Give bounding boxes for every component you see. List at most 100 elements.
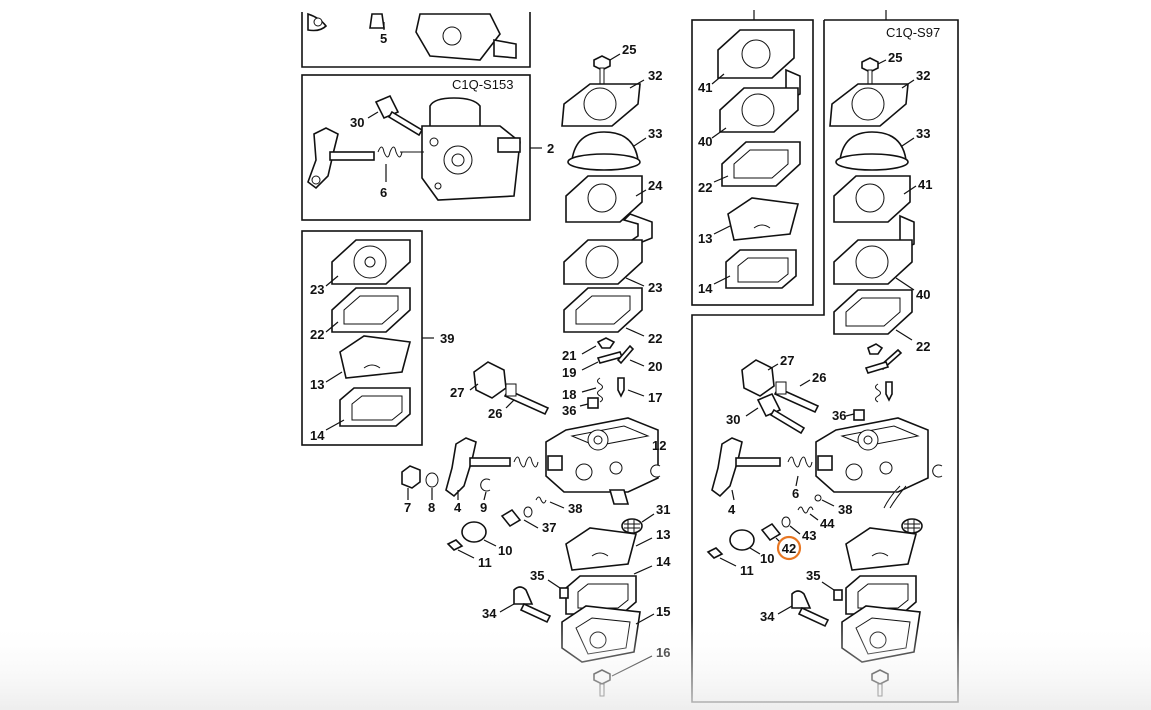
nut-7-left xyxy=(401,465,421,489)
leader-20 xyxy=(629,359,645,367)
callout-33-center: 33 xyxy=(648,126,662,141)
center-screw-34 xyxy=(513,586,552,624)
leader-36-center xyxy=(579,403,589,407)
s97-lever-4 xyxy=(711,437,781,498)
callout-44: 44 xyxy=(820,516,835,531)
center-plug-36 xyxy=(587,397,599,409)
callout-41-s97: 41 xyxy=(918,177,932,192)
panel-code-s97: C1Q-S97 xyxy=(886,25,940,40)
callout-4-s97: 4 xyxy=(728,502,736,517)
callout-18: 18 xyxy=(562,387,576,402)
callout-25-s97: 25 xyxy=(888,50,902,65)
kit-mid-gasket-40 xyxy=(719,87,799,133)
center-filter-31 xyxy=(621,518,643,534)
callout-36-s97: 36 xyxy=(832,408,846,423)
callout-9-left: 9 xyxy=(480,500,487,515)
leader-32-s97 xyxy=(901,79,915,89)
callout-23-center: 23 xyxy=(648,280,662,295)
plate-10-left xyxy=(461,521,487,543)
leader-36-s97 xyxy=(845,413,855,417)
callout-4-left: 4 xyxy=(454,500,462,515)
s97-screw-25 xyxy=(861,57,879,85)
callout-40-mid: 40 xyxy=(698,134,712,149)
callout-22-center: 22 xyxy=(648,331,662,346)
leader-26-s97 xyxy=(799,379,811,387)
callout-35-s97: 35 xyxy=(806,568,820,583)
s153-spring-6 xyxy=(377,146,403,158)
jet-37-left xyxy=(500,496,547,528)
callout-6-s153: 6 xyxy=(380,185,387,200)
panel-kit-mid-frame xyxy=(691,19,814,306)
s97-small-parts xyxy=(853,343,903,421)
s97-clip xyxy=(932,464,943,478)
center-cover-gasket-32 xyxy=(561,83,641,127)
leader-40-s97 xyxy=(895,277,915,291)
callout-26-s97: 26 xyxy=(812,370,826,385)
s97-ring-43 xyxy=(781,516,791,528)
callout-22-s97: 22 xyxy=(916,339,930,354)
spring-left xyxy=(513,456,539,468)
leader-6-s97 xyxy=(795,475,799,487)
leader-40-mid xyxy=(711,127,727,139)
leader-10-left xyxy=(483,539,497,547)
leader-44 xyxy=(809,513,819,521)
leader-26-left xyxy=(505,399,515,409)
leader-37-left xyxy=(523,519,539,529)
highlight-ring-42[interactable] xyxy=(776,535,802,561)
callout-14-mid: 14 xyxy=(698,281,713,296)
leader-35-s97 xyxy=(821,581,835,591)
callout-30: 30 xyxy=(350,115,364,130)
callout-36-center: 36 xyxy=(562,403,576,418)
panel-code-s153: C1Q-S153 xyxy=(452,77,513,92)
kit-mid-diaphragm-13 xyxy=(727,197,800,241)
center-gasket-22 xyxy=(563,287,643,333)
lever-4-left xyxy=(445,437,511,498)
leader-41-s97 xyxy=(903,185,917,195)
callout-23-kit39: 23 xyxy=(310,282,324,297)
callout-38-left: 38 xyxy=(568,501,582,516)
top-left-carburetor-partial xyxy=(307,12,517,61)
center-plug-35 xyxy=(559,587,569,599)
leader-32-center xyxy=(629,79,645,89)
s153-throttle-lever xyxy=(307,127,375,190)
leader-27-s97 xyxy=(767,363,779,371)
center-carburetor-body xyxy=(545,417,659,505)
callout-27-s97: 27 xyxy=(780,353,794,368)
leader-13-center xyxy=(635,537,653,547)
callout-14-kit39: 14 xyxy=(310,428,325,443)
s97-small-jet-38 xyxy=(814,494,822,502)
washer-8-left xyxy=(425,472,439,488)
leader-11-left xyxy=(457,549,475,559)
center-pump-cover-24 xyxy=(565,175,653,251)
callout-26-left: 26 xyxy=(488,406,502,421)
s153-adjust-screw-30 xyxy=(374,94,424,137)
s97-screw-11 xyxy=(706,547,724,559)
center-primer-bulb-33 xyxy=(567,131,641,171)
center-needle-17 xyxy=(617,377,625,398)
leader-14-kit39 xyxy=(325,419,345,431)
callout-42-highlighted[interactable]: 42 xyxy=(782,541,796,556)
fitting-27-left xyxy=(473,361,507,399)
callout-33-s97: 33 xyxy=(916,126,930,141)
panel-top-left-frame xyxy=(301,12,531,68)
leader-18 xyxy=(581,387,597,393)
leader-22-s97 xyxy=(895,329,913,341)
leader-4-s97 xyxy=(731,489,735,501)
leader-22-kit39 xyxy=(325,321,339,333)
s97-carburetor-body xyxy=(815,417,929,509)
center-screw-21 xyxy=(596,337,616,349)
leader-22-center xyxy=(625,327,645,337)
callout-24-center: 24 xyxy=(648,178,663,193)
callout-31: 31 xyxy=(656,502,670,517)
leader-14-mid xyxy=(713,275,731,285)
leader-11-s97 xyxy=(719,557,737,567)
callout-11-s97: 11 xyxy=(740,563,754,578)
leader-17 xyxy=(627,389,645,397)
leader-14-center xyxy=(633,565,653,575)
s97-diaphragm xyxy=(845,527,918,571)
callout-21: 21 xyxy=(562,348,576,363)
center-screw-25 xyxy=(593,55,611,85)
leader-13-mid xyxy=(713,225,731,235)
kit39-pump-diaphragm-23 xyxy=(331,239,411,285)
